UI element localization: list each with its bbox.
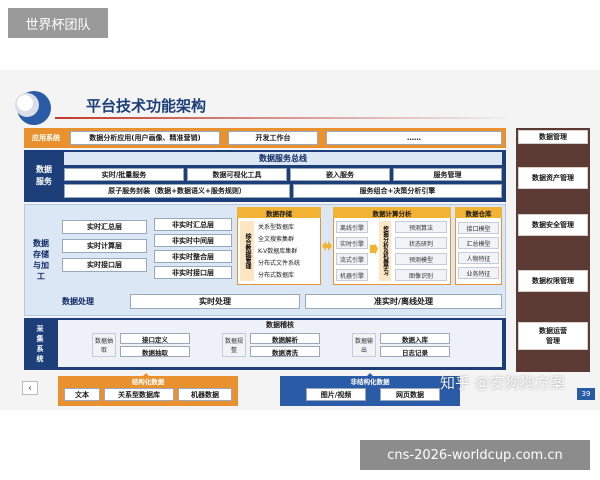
layer-nrt-integrate: 非实时整合层 [154, 250, 232, 263]
zhihu-watermark: 知乎 @安狗狗方案 [440, 374, 565, 392]
data-calc-title-text: 数据计算分析 [372, 209, 412, 218]
service-item-visual: 数据可视化工具 [187, 168, 287, 181]
collect-title-text: 数据稽核 [266, 321, 294, 329]
storage-label-text: 数据 存储 与加 工 [33, 239, 49, 281]
layer-rt-calc: 实时计算层 [62, 239, 147, 253]
data-store-side-text: 综合数据管理 [244, 233, 251, 269]
engine-realtime: 实时引擎 [336, 237, 368, 249]
warehouse-item: 汇总模型 [458, 237, 499, 249]
data-store-item: 全文搜索集群 [258, 236, 295, 243]
page-title: 平台技术功能架构 [86, 97, 207, 115]
logo-icon [12, 88, 52, 128]
url-watermark-text: cns-2026-worldcup.com.cn [387, 447, 563, 463]
team-tag: 世界杯团队 [8, 8, 108, 38]
collect-g2-item: 数据清洗 [250, 346, 320, 357]
calc-side-text: 挖掘分析及机器学习 [382, 226, 388, 276]
collect-g1-item: 数据抽取 [120, 346, 190, 357]
unstructured-title: 非结构化数据 [280, 376, 460, 386]
title-underline [55, 117, 505, 119]
layer-nrt-interface: 非实时接口层 [154, 266, 232, 279]
unstructured-item: 网页数据 [380, 388, 440, 401]
warehouse-item: 人物特征 [458, 252, 499, 264]
data-service-label-text: 数据 服务 [36, 165, 52, 186]
collect-label: 采 集 系 统 [26, 318, 54, 370]
algo-item: 预测模型 [395, 253, 447, 265]
data-service-label: 数据 服务 [26, 150, 62, 202]
structured-title: 结构化数据 [58, 376, 238, 386]
data-calc-title: 数据计算分析 [333, 207, 451, 218]
app-layer-label: 应用系统 [32, 134, 60, 142]
layer-rt-summary: 实时汇总层 [62, 220, 147, 234]
mgmt-operation-text: 数据运营 管理 [539, 327, 567, 345]
storage-label: 数据 存储 与加 工 [26, 230, 56, 290]
engine-stream: 流式引擎 [336, 253, 368, 265]
mgmt-permission: 数据权限管理 [518, 270, 588, 292]
service-bus: 数据服务总线 [64, 152, 502, 165]
app-item-more: …… [326, 131, 502, 145]
collect-g2-side: 数据规整 [222, 333, 246, 357]
unstructured-item: 图片/视频 [306, 388, 366, 401]
team-tag-text: 世界杯团队 [25, 17, 91, 33]
engine-offline: 离线引擎 [336, 221, 368, 233]
collect-g3-item: 数据入库 [380, 333, 450, 344]
service-item-manage: 服务管理 [393, 168, 502, 181]
collect-g3-side: 数据输出 [352, 333, 376, 357]
batch-process: 准实时/离线处理 [305, 294, 502, 309]
data-store-item: 分布式数据库 [258, 272, 295, 279]
layer-nrt-mid: 非实时中间层 [154, 234, 232, 247]
algo-item: 图像识别 [395, 269, 447, 281]
layer-nrt-summary: 非实时汇总层 [154, 218, 232, 231]
data-store-title-text: 数据存储 [266, 209, 292, 218]
page-number-text: 39 [581, 390, 591, 398]
service-atom: 原子服务封装（数据+数据语义+服务规则） [64, 184, 290, 198]
double-arrow-icon [322, 238, 332, 254]
service-combo: 服务组合+决策分析引擎 [293, 184, 502, 198]
warehouse-item: 接口模型 [458, 222, 499, 234]
mgmt-security: 数据安全管理 [518, 214, 588, 236]
service-item-realtime: 实时/批量服务 [64, 168, 184, 181]
structured-item: 机器数据 [178, 388, 232, 401]
collect-g2-item: 数据解析 [250, 333, 320, 344]
collect-label-text: 采 集 系 统 [36, 325, 44, 363]
service-item-embed: 嵌入服务 [290, 168, 390, 181]
mgmt-title: 数据管理 [518, 130, 588, 144]
app-item-analysis: 数据分析应用(用户画像、精准营销) [70, 131, 220, 145]
structured-title-text: 结构化数据 [131, 377, 165, 386]
data-store-side: 综合数据管理 [240, 221, 254, 281]
prev-icon: ‹ [28, 382, 32, 394]
collect-g1-side: 数据抽取 [92, 333, 116, 357]
process-label: 数据处理 [62, 297, 94, 306]
algo-item: 预测算法 [395, 221, 447, 233]
warehouse-item: 业务特征 [458, 267, 499, 279]
prev-slide-button[interactable]: ‹ [22, 381, 38, 395]
service-bus-title: 数据服务总线 [259, 154, 307, 163]
collect-g1-item: 接口定义 [120, 333, 190, 344]
arrow-right-icon [370, 240, 378, 255]
realtime-process: 实时处理 [130, 294, 300, 309]
structured-item: 文本 [64, 388, 100, 401]
data-store-item: 分布式文件系统 [258, 260, 301, 267]
engine-machine: 机器引擎 [336, 269, 368, 281]
mgmt-operation: 数据运营 管理 [518, 322, 588, 350]
calc-side: 挖掘分析及机器学习 [379, 221, 391, 281]
app-item-workbench: 开发工作台 [228, 131, 318, 145]
page-number: 39 [577, 388, 595, 400]
data-store-item: 关系型数据库 [258, 224, 295, 231]
collect-title: 数据稽核 [58, 320, 502, 330]
warehouse-title-text: 数据仓库 [465, 209, 492, 218]
algo-item: 状态研判 [395, 237, 447, 249]
layer-rt-interface: 实时接口层 [62, 258, 147, 272]
mgmt-assets: 数据资产管理 [518, 167, 588, 189]
unstructured-title-text: 非结构化数据 [350, 377, 390, 386]
data-store-item: K-V数据库集群 [258, 248, 298, 255]
url-watermark: cns-2026-worldcup.com.cn [360, 440, 590, 470]
collect-g3-item: 日志记录 [380, 346, 450, 357]
data-store-title: 数据存储 [237, 207, 321, 218]
structured-item: 关系型数据库 [104, 388, 174, 401]
warehouse-title: 数据仓库 [455, 207, 502, 218]
